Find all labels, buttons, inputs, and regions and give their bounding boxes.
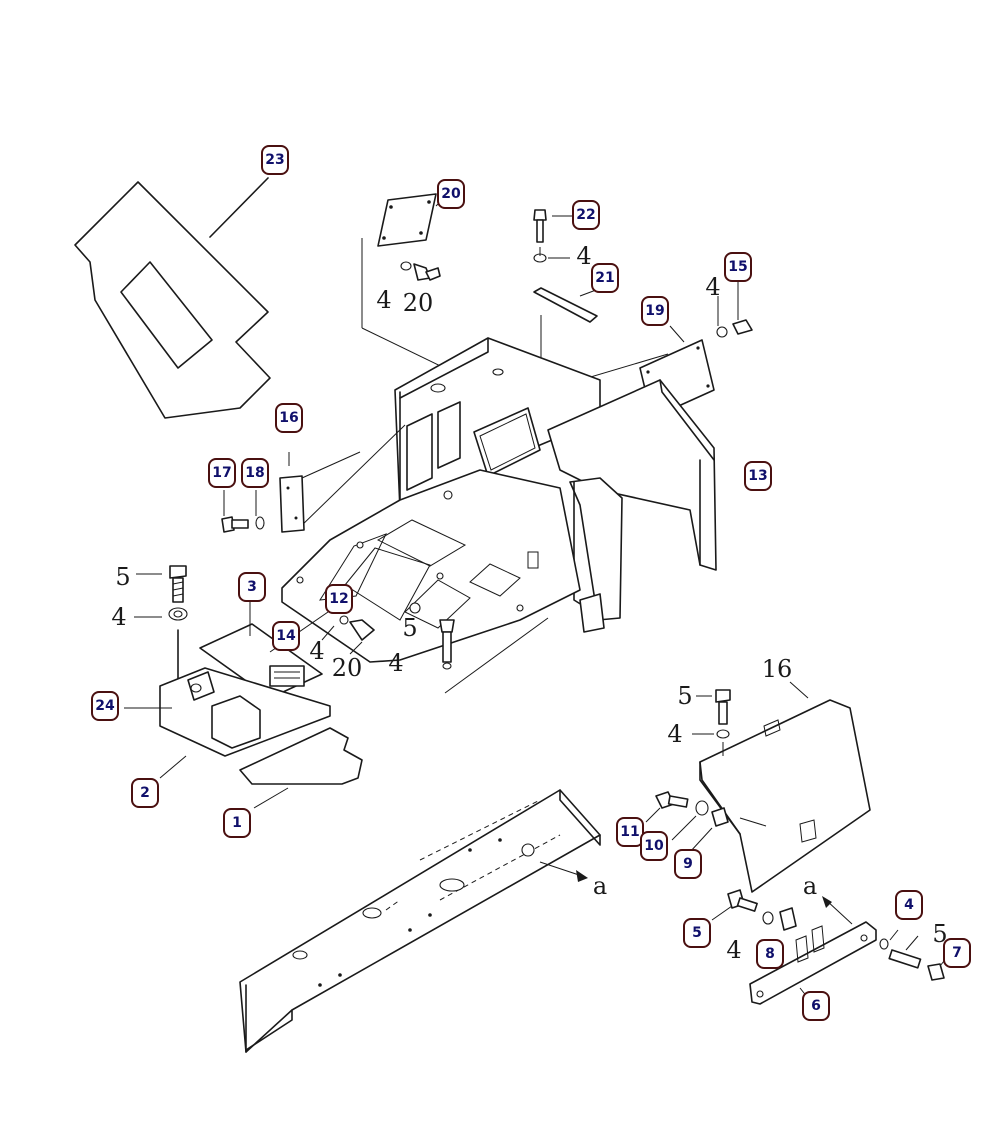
callout-19[interactable]: 19 [641, 296, 669, 326]
annotation: 20 [332, 654, 363, 682]
lower-frame-rail [239, 789, 601, 1053]
callout-5[interactable]: 5 [683, 918, 711, 948]
callout-4[interactable]: 4 [895, 890, 923, 920]
callout-13[interactable]: 13 [744, 461, 772, 491]
callout-number: 6 [811, 998, 821, 1014]
callout-number: 11 [620, 824, 639, 840]
callout-number: 3 [247, 579, 257, 595]
annotation: 5 [402, 614, 417, 642]
main-frame-13 [281, 337, 717, 694]
callout-number: 14 [276, 628, 296, 644]
left-assembly [124, 565, 363, 809]
callout-18[interactable]: 18 [241, 458, 269, 488]
callout-14[interactable]: 14 [272, 621, 300, 651]
annotation: 5 [932, 920, 947, 948]
callout-number: 9 [683, 856, 693, 872]
plate-16-bolt-17 [221, 451, 361, 533]
annotation: 5 [115, 563, 130, 591]
annotation-labels: 4 20 4 4 5 4 4 20 5 4 16 5 4 a a 4 5 [111, 242, 947, 964]
callout-16[interactable]: 16 [275, 403, 303, 433]
callout-number: 4 [904, 897, 914, 913]
callout-20[interactable]: 20 [437, 179, 465, 209]
callout-number: 10 [644, 838, 664, 854]
callout-number: 5 [692, 925, 702, 941]
callout-21[interactable]: 21 [591, 263, 619, 293]
callout-12[interactable]: 12 [325, 584, 353, 614]
annotation: a [593, 872, 607, 900]
callout-6[interactable]: 6 [802, 991, 830, 1021]
callout-10[interactable]: 10 [640, 831, 668, 861]
callout-number: 23 [265, 152, 284, 168]
callout-23[interactable]: 23 [261, 145, 289, 175]
callout-number: 8 [765, 946, 775, 962]
bolt-strap-assembly [533, 209, 598, 440]
callout-number: 24 [95, 698, 115, 714]
annotation: 16 [762, 655, 793, 683]
callout-number: 18 [245, 465, 264, 481]
callout-1[interactable]: 1 [223, 808, 251, 838]
callout-number: 17 [212, 465, 231, 481]
annotation: 4 [667, 720, 682, 748]
callout-2[interactable]: 2 [131, 778, 159, 808]
annotation: 4 [705, 273, 720, 301]
callout-15[interactable]: 15 [724, 252, 752, 282]
callout-8[interactable]: 8 [756, 939, 784, 969]
callout-number: 22 [576, 207, 595, 223]
callout-3[interactable]: 3 [238, 572, 266, 602]
annotation: 4 [309, 637, 324, 665]
callout-number: 13 [748, 468, 767, 484]
annotation: 4 [726, 936, 741, 964]
callout-24[interactable]: 24 [91, 691, 119, 721]
annotation: 4 [376, 286, 391, 314]
annotation: 4 [388, 649, 403, 677]
annotation: 5 [677, 682, 692, 710]
callout-22[interactable]: 22 [572, 200, 600, 230]
callout-9[interactable]: 9 [674, 849, 702, 879]
callout-number: 7 [952, 945, 962, 961]
callout-17[interactable]: 17 [208, 458, 236, 488]
callout-number: 2 [140, 785, 150, 801]
annotation: 20 [403, 289, 434, 317]
annotation: a [803, 872, 817, 900]
right-assembly [645, 681, 949, 1005]
callout-number: 20 [441, 186, 461, 202]
annotation: 4 [576, 242, 591, 270]
annotation: 4 [111, 603, 126, 631]
callout-number: 15 [728, 259, 747, 275]
callout-number: 1 [232, 815, 242, 831]
cover-plate-top [361, 193, 491, 391]
callout-number: 12 [329, 591, 348, 607]
callout-number: 21 [595, 270, 614, 286]
callout-11[interactable]: 11 [616, 817, 644, 847]
callout-7[interactable]: 7 [943, 938, 971, 968]
callout-number: 16 [279, 410, 298, 426]
callout-number: 19 [645, 303, 664, 319]
floor-mat-part [74, 177, 271, 419]
